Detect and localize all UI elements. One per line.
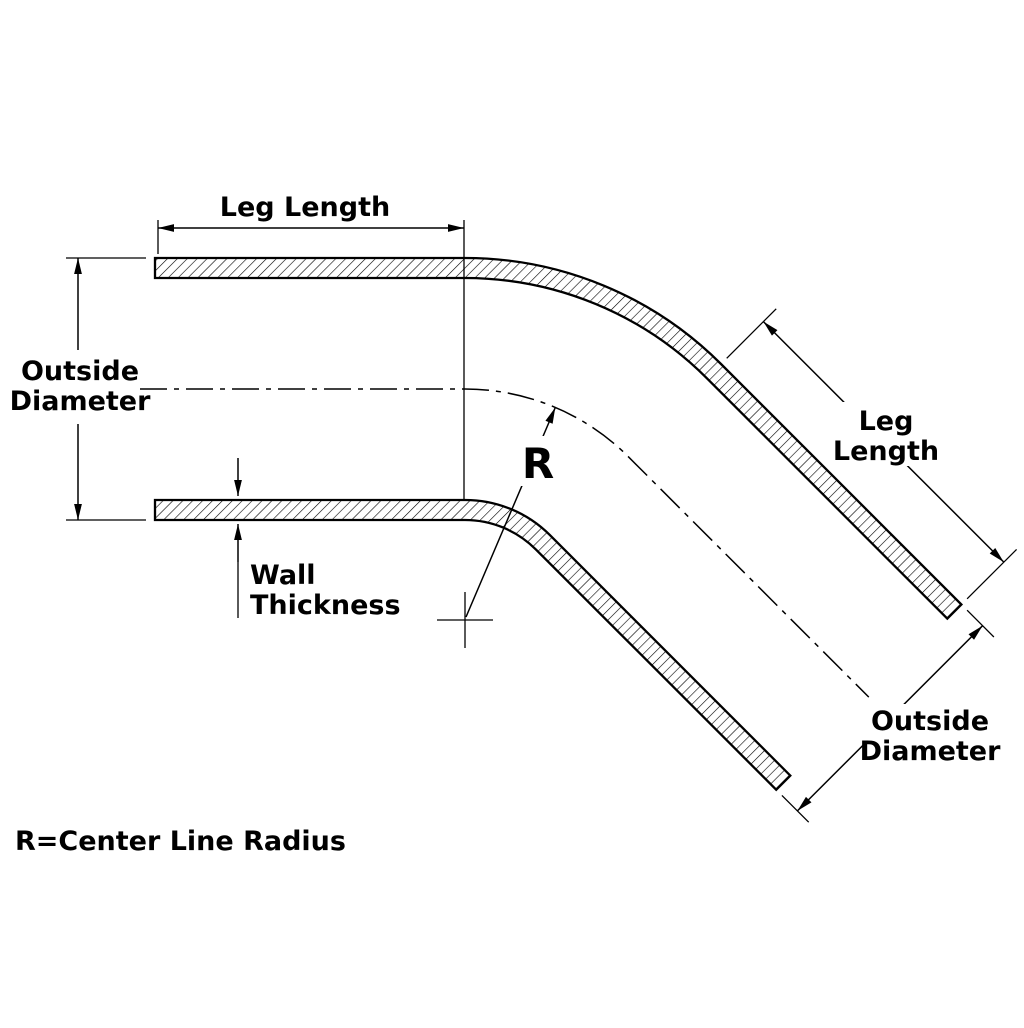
radius-legend: R=Center Line Radius [15,826,346,857]
extension-line [781,794,810,823]
dimension-outside-diameter-right: Outside Diameter [781,609,1002,823]
label-background [866,704,998,768]
tube-inner-wall [153,498,792,792]
wall-thickness-label-line2: Thickness [250,590,401,621]
radius-label: R [522,439,554,488]
dimension-center-line-radius: R [437,407,562,648]
leg-length-right-label-line1: Leg [859,406,914,437]
extension-line [966,548,1018,600]
outside-diameter-right-label-line1: Outside [871,706,989,737]
outside-diameter-left-label-line1: Outside [21,356,139,387]
label-background [836,402,936,466]
extension-line [726,308,777,359]
extension-line [966,609,995,638]
elbow-tube [140,220,964,792]
dimension-leg-length-top: Leg Length [157,192,464,254]
label-background [514,436,562,486]
leg-length-top-label: Leg Length [220,192,390,223]
dimension-wall-thickness: Wall Thickness [234,458,401,621]
outside-diameter-left-label-line2: Diameter [10,386,152,417]
tube-outer-wall [153,256,964,621]
dimension-leg-length-right: Leg Length [726,308,1018,600]
tube-centerline [140,388,870,698]
leg-length-right-label-line2: Length [833,436,939,467]
dimension-outside-diameter-left: Outside Diameter [10,257,152,521]
outside-diameter-right-label-line2: Diameter [860,736,1002,767]
wall-thickness-label-line1: Wall [250,560,316,591]
